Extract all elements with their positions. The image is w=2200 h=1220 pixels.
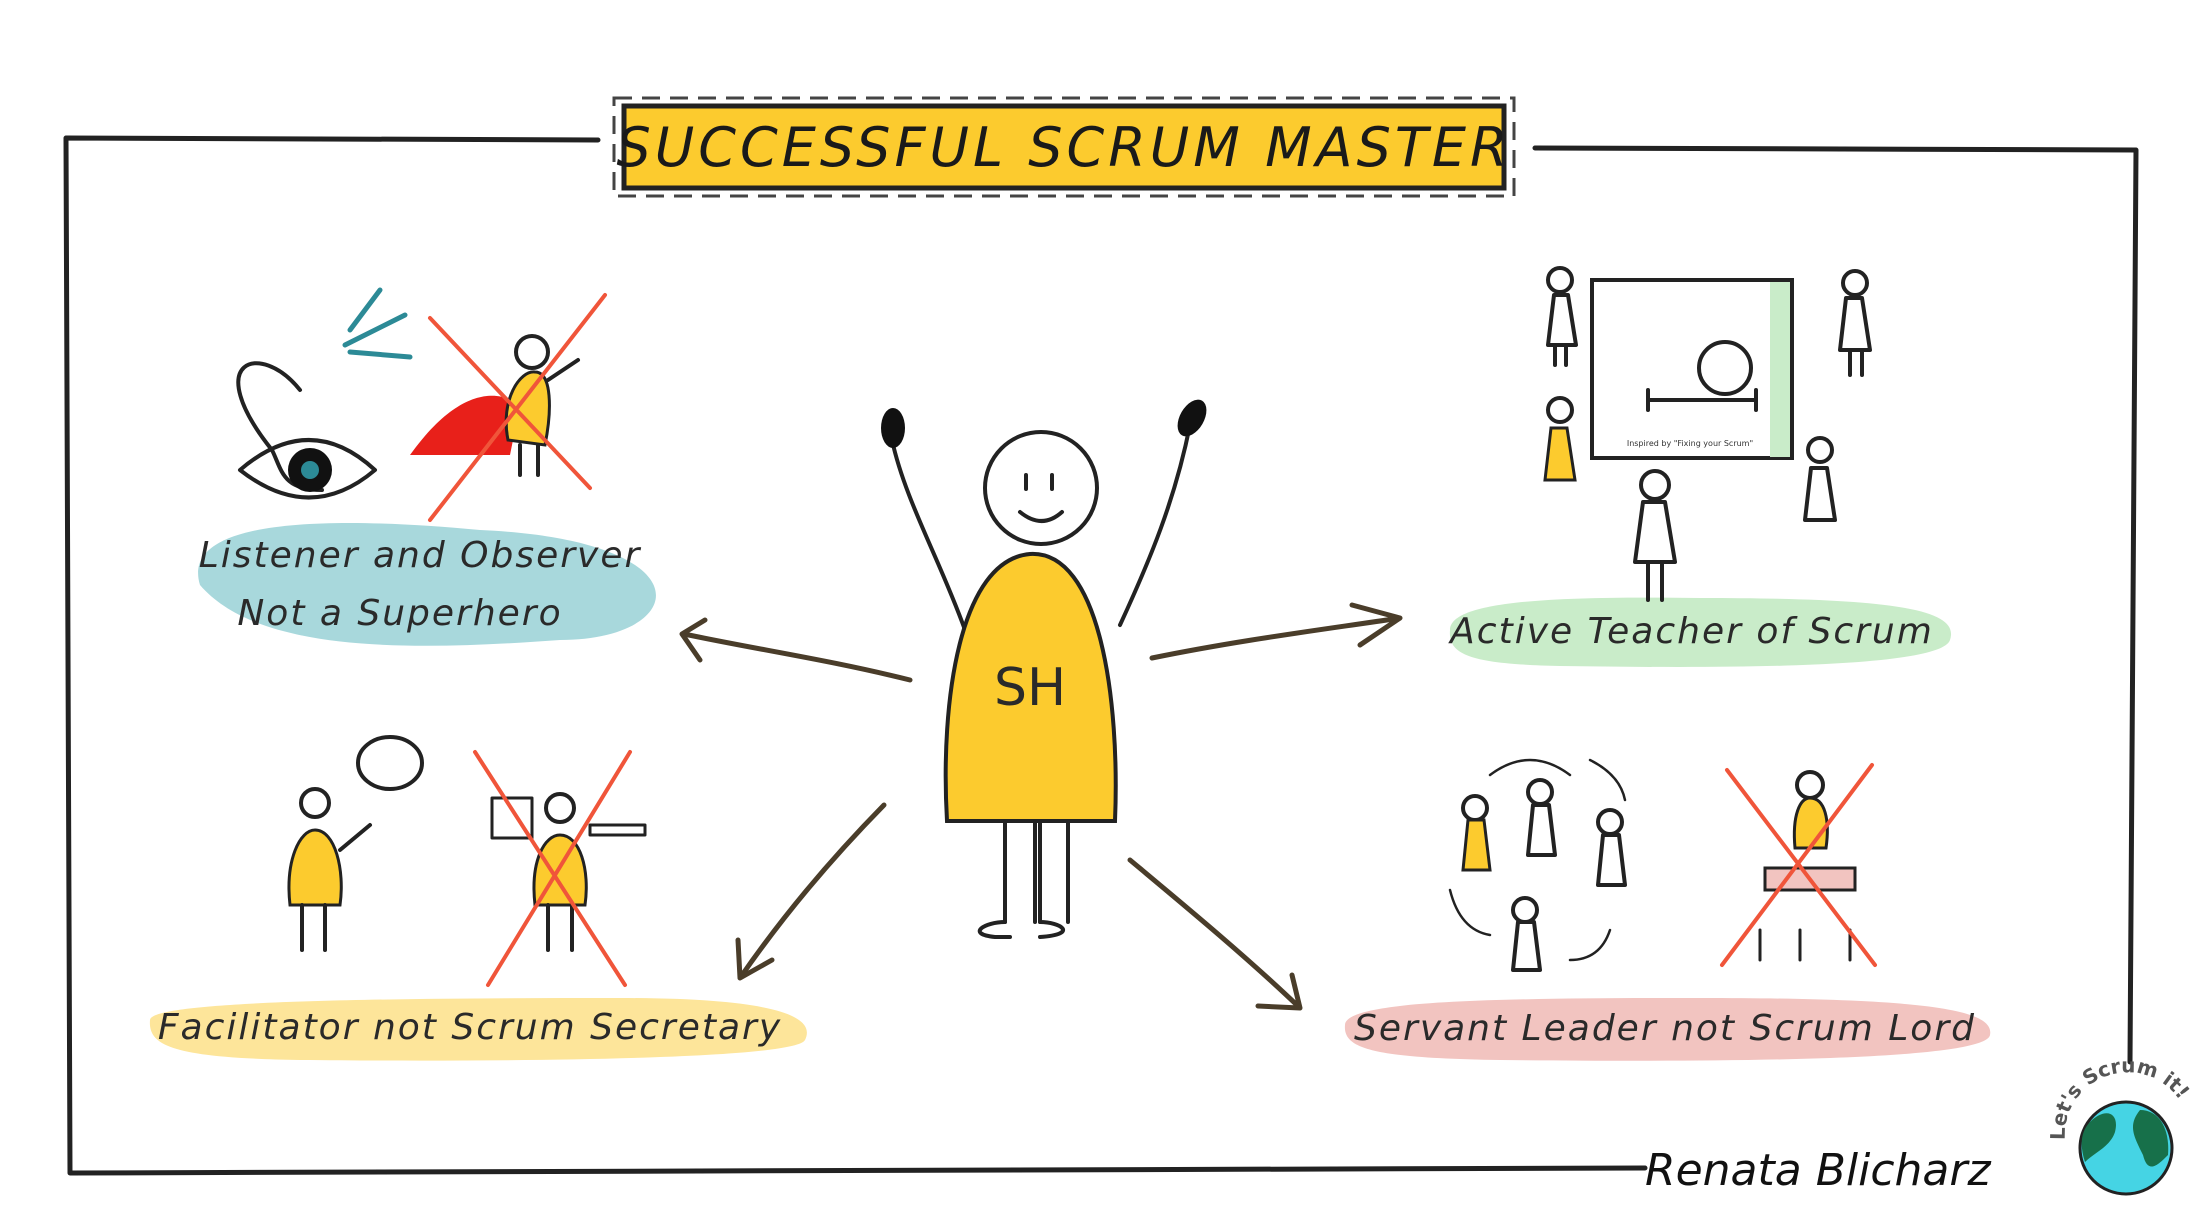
board-caption: Inspired by "Fixing your Scrum" xyxy=(1627,439,1753,448)
signature: Renata Blicharz xyxy=(1645,1145,1991,1196)
role-teacher-label: Active Teacher of Scrum xyxy=(1448,611,1934,652)
role-listener-observer: Listener and Observer Not a Superhero xyxy=(198,287,656,646)
role-facilitator: Facilitator not Scrum Secretary xyxy=(149,735,807,1061)
sh-label: SH xyxy=(994,658,1066,718)
ear-icon xyxy=(236,361,324,492)
role-servant-label: Servant Leader not Scrum Lord xyxy=(1354,1008,1976,1049)
title-box: SUCCESSFUL SCRUM MASTER xyxy=(612,96,1516,198)
audience-figures xyxy=(1543,266,1872,602)
arrows xyxy=(679,602,1403,1011)
speech-bubble-icon xyxy=(356,735,424,791)
eye-icon xyxy=(238,438,377,500)
team-circle xyxy=(1448,758,1627,972)
role-listener-line2: Not a Superhero xyxy=(237,593,562,634)
frame-border xyxy=(63,135,2139,1176)
page-title: SUCCESSFUL SCRUM MASTER xyxy=(616,116,1511,179)
role-servant-leader: Servant Leader not Scrum Lord xyxy=(1344,758,1991,1061)
role-listener-line1: Listener and Observer xyxy=(199,535,642,576)
role-active-teacher: Inspired by "Fixing your Scrum" Active T… xyxy=(1448,266,1952,667)
scrum-master-figure: SH xyxy=(881,399,1207,939)
role-facilitator-label: Facilitator not Scrum Secretary xyxy=(158,1007,782,1048)
scrum-lord-figure xyxy=(1720,763,1877,967)
lets-scrum-it-logo: Let's Scrum it! xyxy=(2046,1053,2195,1196)
scrum-board xyxy=(1590,278,1794,460)
